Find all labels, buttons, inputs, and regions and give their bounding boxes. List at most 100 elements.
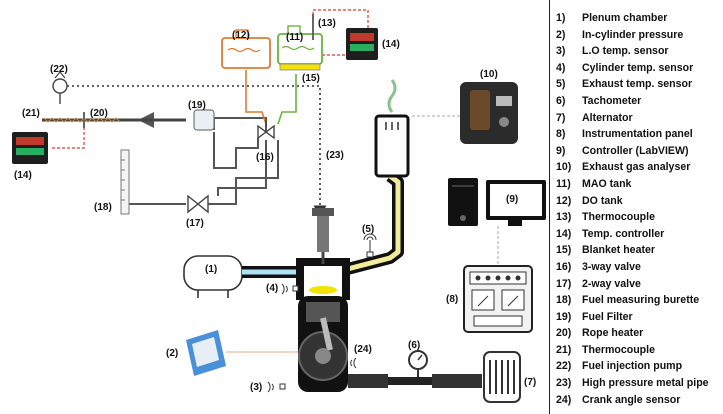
mao-fuel-line (277, 74, 297, 125)
fuel-burette (120, 149, 130, 215)
legend-item-number: 6) (556, 94, 566, 107)
legend-item-number: 22) (556, 360, 572, 373)
legend-item-number: 4) (556, 61, 566, 74)
legend-item-number: 18) (556, 294, 572, 307)
label-3: (3) (250, 382, 262, 393)
fuel-filter (193, 109, 215, 131)
legend-item-text: Thermocouple (582, 343, 655, 356)
label-9: (9) (506, 194, 518, 205)
tachometer (408, 350, 428, 377)
rope-heater (42, 117, 186, 123)
legend-item: 4) Cylinder temp. sensor (556, 60, 723, 77)
legend-item: 8) Instrumentation panel (556, 126, 723, 143)
label-18: (18) (94, 202, 112, 213)
label-11: (11) (286, 32, 303, 43)
legend-item-number: 17) (556, 277, 572, 290)
legend-item-text: 3-way valve (582, 260, 641, 273)
legend-item: 9)Controller (LabVIEW) (556, 143, 723, 160)
sensor-signal-icons (267, 233, 377, 393)
label-14-top: (14) (382, 39, 400, 50)
legend-item: 14)Temp. controller (556, 226, 723, 243)
label-17: (17) (186, 218, 204, 229)
mao-tank (277, 25, 323, 65)
legend-item-text: Controller (LabVIEW) (582, 144, 689, 157)
legend-item: 15) Blanket heater (556, 242, 723, 259)
legend-item-number: 21) (556, 343, 572, 356)
legend-item-text: Blanket heater (582, 244, 656, 257)
legend-item: 20)Rope heater (556, 325, 723, 342)
legend-item: 1)Plenum chamber (556, 10, 723, 27)
legend-item: 21) Thermocouple (556, 342, 723, 359)
legend-item: 19) Fuel Filter (556, 309, 723, 326)
legend-item-text: Crank angle sensor (582, 393, 681, 406)
temp-controller-left (12, 132, 48, 164)
legend-item: 16) 3-way valve (556, 259, 723, 276)
do-tank (221, 29, 271, 69)
legend-item: 23) High pressure metal pipe (556, 375, 723, 392)
labview-computer (448, 178, 546, 226)
legend-item-text: Cylinder temp. sensor (582, 61, 694, 74)
legend-item-number: 19) (556, 310, 572, 323)
legend-item-text: Thermocouple (582, 211, 655, 224)
legend-item-text: Fuel measuring burette (582, 294, 700, 307)
legend-item-text: L.O temp. sensor (582, 45, 669, 58)
legend-item-number: 24) (556, 393, 572, 406)
exhaust-silencer (374, 79, 410, 178)
fuel-injection-pump (52, 71, 68, 104)
legend-item-number: 23) (556, 377, 572, 390)
legend-item-text: MAO tank (582, 177, 632, 190)
legend-item-text: In-cylinder pressure (582, 28, 684, 41)
legend-item: 13) Thermocouple (556, 209, 723, 226)
legend-item-number: 16) (556, 260, 572, 273)
label-5: (5) (362, 224, 374, 235)
label-21: (21) (22, 108, 40, 119)
blanket-heater (279, 63, 321, 71)
legend-item-number: 13) (556, 211, 572, 224)
label-12: (12) (232, 30, 250, 41)
legend-item-text: 2-way valve (582, 277, 641, 290)
label-2: (2) (166, 348, 178, 359)
legend-item: 24) Crank angle sensor (556, 392, 723, 409)
legend-item-number: 8) (556, 128, 566, 141)
legend-item-text: Instrumentation panel (582, 128, 693, 141)
do-fuel-line (245, 70, 267, 125)
legend-item-text: Exhaust temp. sensor (582, 78, 693, 91)
label-1: (1) (205, 264, 217, 275)
label-4: (4) (266, 283, 278, 294)
high-pressure-pipe-route (62, 85, 327, 219)
legend-item-number: 2) (556, 28, 566, 41)
label-16: (16) (256, 152, 274, 163)
legend-item-number: 7) (556, 111, 566, 124)
legend-item: 3) L.O temp. sensor (556, 43, 723, 60)
legend-item: 12)DO tank (556, 193, 723, 210)
legend-item-number: 1) (556, 12, 566, 24)
label-19: (19) (188, 100, 206, 111)
legend-item: 17) 2-way valve (556, 276, 723, 293)
legend-item-number: 12) (556, 194, 572, 207)
temp-controller-top (346, 28, 378, 60)
legend-item-number: 15) (556, 244, 572, 257)
exhaust-gas-analyser (460, 82, 518, 144)
plenum-chamber (183, 255, 243, 298)
alternator (483, 351, 521, 403)
label-7: (7) (524, 377, 536, 388)
label-8: (8) (446, 294, 458, 305)
crank-shaft (348, 374, 482, 388)
legend-item-number: 20) (556, 327, 572, 340)
legend-item-text: High pressure metal pipe (582, 377, 709, 390)
fuel-injector (312, 208, 334, 264)
legend-item: 22)Fuel injection pump (556, 358, 723, 375)
legend-item-number: 11) (556, 177, 571, 190)
legend-item-number: 5) (556, 78, 566, 91)
legend-item: 2) In-cylinder pressure (556, 27, 723, 44)
instrumentation-panel (463, 265, 533, 333)
legend-item-text: Fuel Filter (582, 310, 633, 323)
legend-item-text: Temp. controller (582, 227, 665, 240)
legend-item-number: 3) (556, 45, 566, 58)
label-6: (6) (408, 340, 420, 351)
legend-item-number: 10) (556, 161, 572, 174)
legend-item: 10)Exhaust gas analyser (556, 159, 723, 176)
legend-item: 18) Fuel measuring burette (556, 292, 723, 309)
label-13: (13) (318, 18, 336, 29)
